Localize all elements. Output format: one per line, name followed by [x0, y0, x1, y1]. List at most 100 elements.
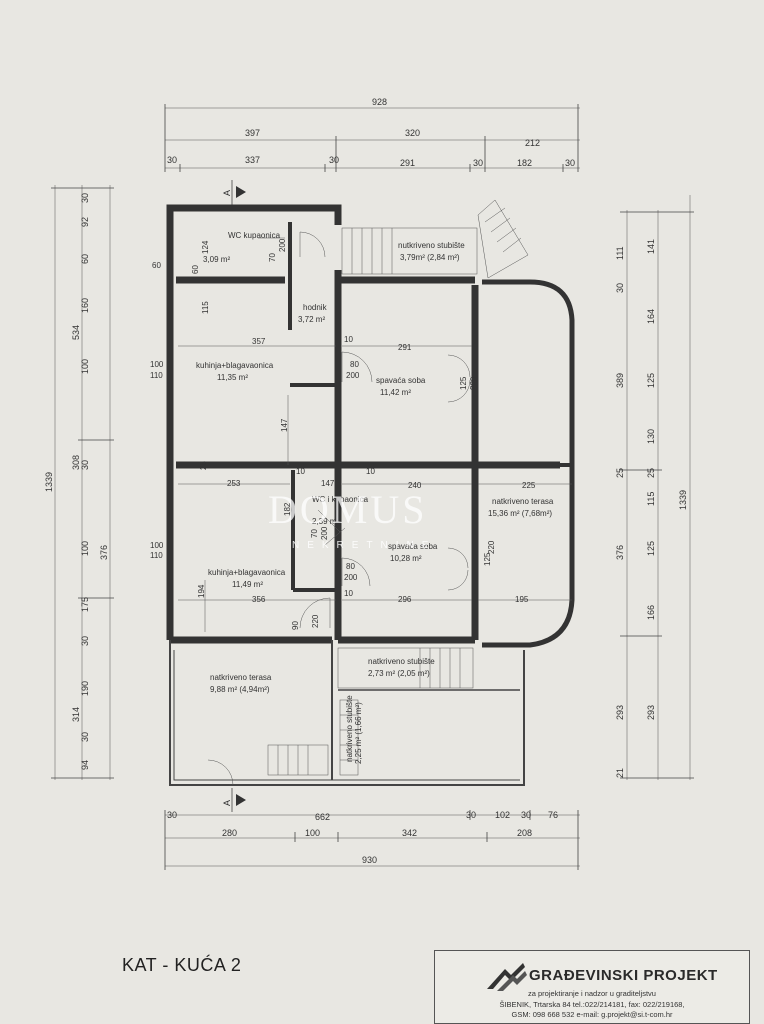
- room-kitchen-bottom-area: 11,49 m²: [232, 580, 263, 589]
- dim-bottom-r2-0: 280: [222, 828, 237, 838]
- dim-right-r2-7: 166: [646, 605, 656, 620]
- dim-right-r3-4: 376: [615, 545, 625, 560]
- dimension-label: A: [222, 190, 232, 196]
- dimension-label: 240: [408, 481, 422, 490]
- dim-top-r3-4: 30: [473, 158, 483, 168]
- company-address: ŠIBENIK, Trtarska 84 tel.:022/214181, fa…: [499, 1000, 685, 1009]
- dim-right-r2-4: 25: [646, 468, 656, 478]
- dim-top-r3-0: 30: [167, 155, 177, 165]
- dim-top-r3-5: 182: [517, 158, 532, 168]
- room-kitchen-top-area: 11,35 m²: [217, 373, 248, 382]
- company-tagline: za projektiranje i nadzor u graditeljstv…: [528, 989, 656, 998]
- room-kitchen-bottom-name: kuhinja+blagavaonica: [208, 568, 286, 577]
- dim-left-r3-1: 92: [80, 217, 90, 227]
- section-marker-top: A: [222, 180, 246, 205]
- dimension-label: 220: [487, 540, 496, 554]
- dim-right-r3-6: 21: [615, 768, 625, 778]
- dimension-label: 357: [252, 337, 266, 346]
- dimension-label: 70: [268, 253, 277, 262]
- company-name: GRAĐEVINSKI PROJEKT: [529, 967, 718, 984]
- dim-top-r3-1: 337: [245, 155, 260, 165]
- dimension-label: 80: [346, 562, 355, 571]
- company-contact: GSM: 098 668 532 e-mail: g.projekt@si.t-…: [511, 1010, 673, 1019]
- dim-left-r3-5: 30: [80, 460, 90, 470]
- dim-left-r3-4: 100: [80, 359, 90, 374]
- dim-right-r3-1: 30: [615, 283, 625, 293]
- room-wc-bottom-area: 2,39 m²: [312, 517, 339, 526]
- dimension-label: 100: [150, 541, 164, 550]
- dimension-label: 10: [344, 335, 353, 344]
- dimension-label: 296: [398, 595, 412, 604]
- dimension-label: 100: [150, 360, 164, 369]
- dimension-label: 60: [152, 261, 161, 270]
- top-dimensions: 928 397 320 212 30 337 30 291 30 182 30: [164, 97, 580, 172]
- dimension-label: 291: [398, 343, 412, 352]
- room-bedroom-bottom-name: spavaća soba: [388, 542, 438, 551]
- dimension-label: 125: [459, 376, 468, 390]
- dim-top-r3-2: 30: [329, 155, 339, 165]
- dim-bottom-r1-1: 662: [315, 812, 330, 822]
- room-hallway-area: 3,72 m²: [298, 315, 325, 324]
- dimension-label: 70: [310, 529, 319, 538]
- company-logo-icon: [487, 963, 527, 991]
- dimension-label: 182: [283, 502, 292, 516]
- room-wc-bottom-name: WC i kupaonica: [312, 495, 369, 504]
- dim-left-r2-1: 308: [71, 455, 81, 470]
- dim-top-1: 397: [245, 128, 260, 138]
- room-stair-small-name: natkriveno stubište: [345, 695, 354, 762]
- dim-right-r3-3: 25: [615, 468, 625, 478]
- dim-left-r3-3: 160: [80, 298, 90, 313]
- room-stair-bottom-name: natkriveno stubište: [368, 657, 435, 666]
- dimension-label: 25: [199, 461, 208, 470]
- watermark-subtitle: NEKRETNINE: [292, 540, 437, 551]
- inner-dim-labels: 124 70 200 60 115 10 357 291 100 110 80 …: [150, 238, 536, 630]
- dimension-label: 90: [291, 621, 300, 630]
- dim-left-total: 1339: [44, 472, 54, 492]
- dimension-label: 124: [201, 240, 210, 254]
- room-stair-top-area: 3,79m² (2,84 m²): [400, 253, 460, 262]
- company-title-block: GRAĐEVINSKI PROJEKT za projektiranje i n…: [434, 950, 750, 1024]
- dim-bottom-r2-1: 100: [305, 828, 320, 838]
- room-stair-top-name: nutkriveno stubište: [398, 241, 465, 250]
- room-terrace-right-name: natkriveno terasa: [492, 497, 554, 506]
- dimension-label: 125: [483, 552, 492, 566]
- room-stair-small-area: 2,25 m² (1,66 m²): [354, 702, 363, 764]
- dim-right-r3-0: 111: [615, 246, 625, 260]
- room-terrace-right-area: 15,36 m² (7,68m²): [488, 509, 552, 518]
- dimension-label: 110: [150, 371, 163, 380]
- room-bedroom-top-area: 11,42 m²: [380, 388, 411, 397]
- dim-left-r2-2: 376: [99, 545, 109, 560]
- dimension-label: 200: [320, 526, 329, 540]
- dim-right-total: 1339: [678, 490, 688, 510]
- dimension-label: 60: [191, 265, 200, 274]
- dim-left-r3-11: 94: [80, 760, 90, 770]
- right-dimensions: 1339 141 164 125 130 25 115 125 166 293 …: [615, 195, 694, 780]
- dim-right-r2-1: 164: [646, 309, 656, 324]
- dimension-label: 147: [321, 479, 335, 488]
- room-bedroom-top-name: spavaća soba: [376, 376, 426, 385]
- dimension-label: 147: [280, 418, 289, 432]
- dimension-label: 200: [346, 371, 360, 380]
- dimension-label: 253: [227, 479, 241, 488]
- dim-right-r2-6: 125: [646, 541, 656, 556]
- room-terrace-bottom-name: natkriveno terasa: [210, 673, 272, 682]
- dimension-label: 110: [150, 551, 163, 560]
- room-kitchen-top-name: kuhinja+blagavaonica: [196, 361, 274, 370]
- drawing-caption: KAT - KUĆA 2: [122, 955, 242, 975]
- doors: [207, 231, 471, 786]
- left-dimensions: 1339 534 308 376 314 30 92 60 160 100 30…: [44, 185, 114, 780]
- dim-left-r3-6: 100: [80, 541, 90, 556]
- dimension-label: 80: [350, 360, 359, 369]
- room-bedroom-bottom-area: 10,28 m²: [390, 554, 422, 563]
- dimension-label: 195: [515, 595, 529, 604]
- dim-top-2: 320: [405, 128, 420, 138]
- dim-left-r3-7: 175: [80, 597, 90, 612]
- dimension-label: 10: [366, 467, 375, 476]
- room-hallway-name: hodnik: [303, 303, 328, 312]
- room-wc-top-area: 3,09 m²: [203, 255, 230, 264]
- dim-bottom-r2-2: 342: [402, 828, 417, 838]
- dim-left-r3-9: 190: [80, 681, 90, 696]
- dim-bottom-r1-4: 30: [521, 810, 531, 820]
- dim-top-3: 212: [525, 138, 540, 148]
